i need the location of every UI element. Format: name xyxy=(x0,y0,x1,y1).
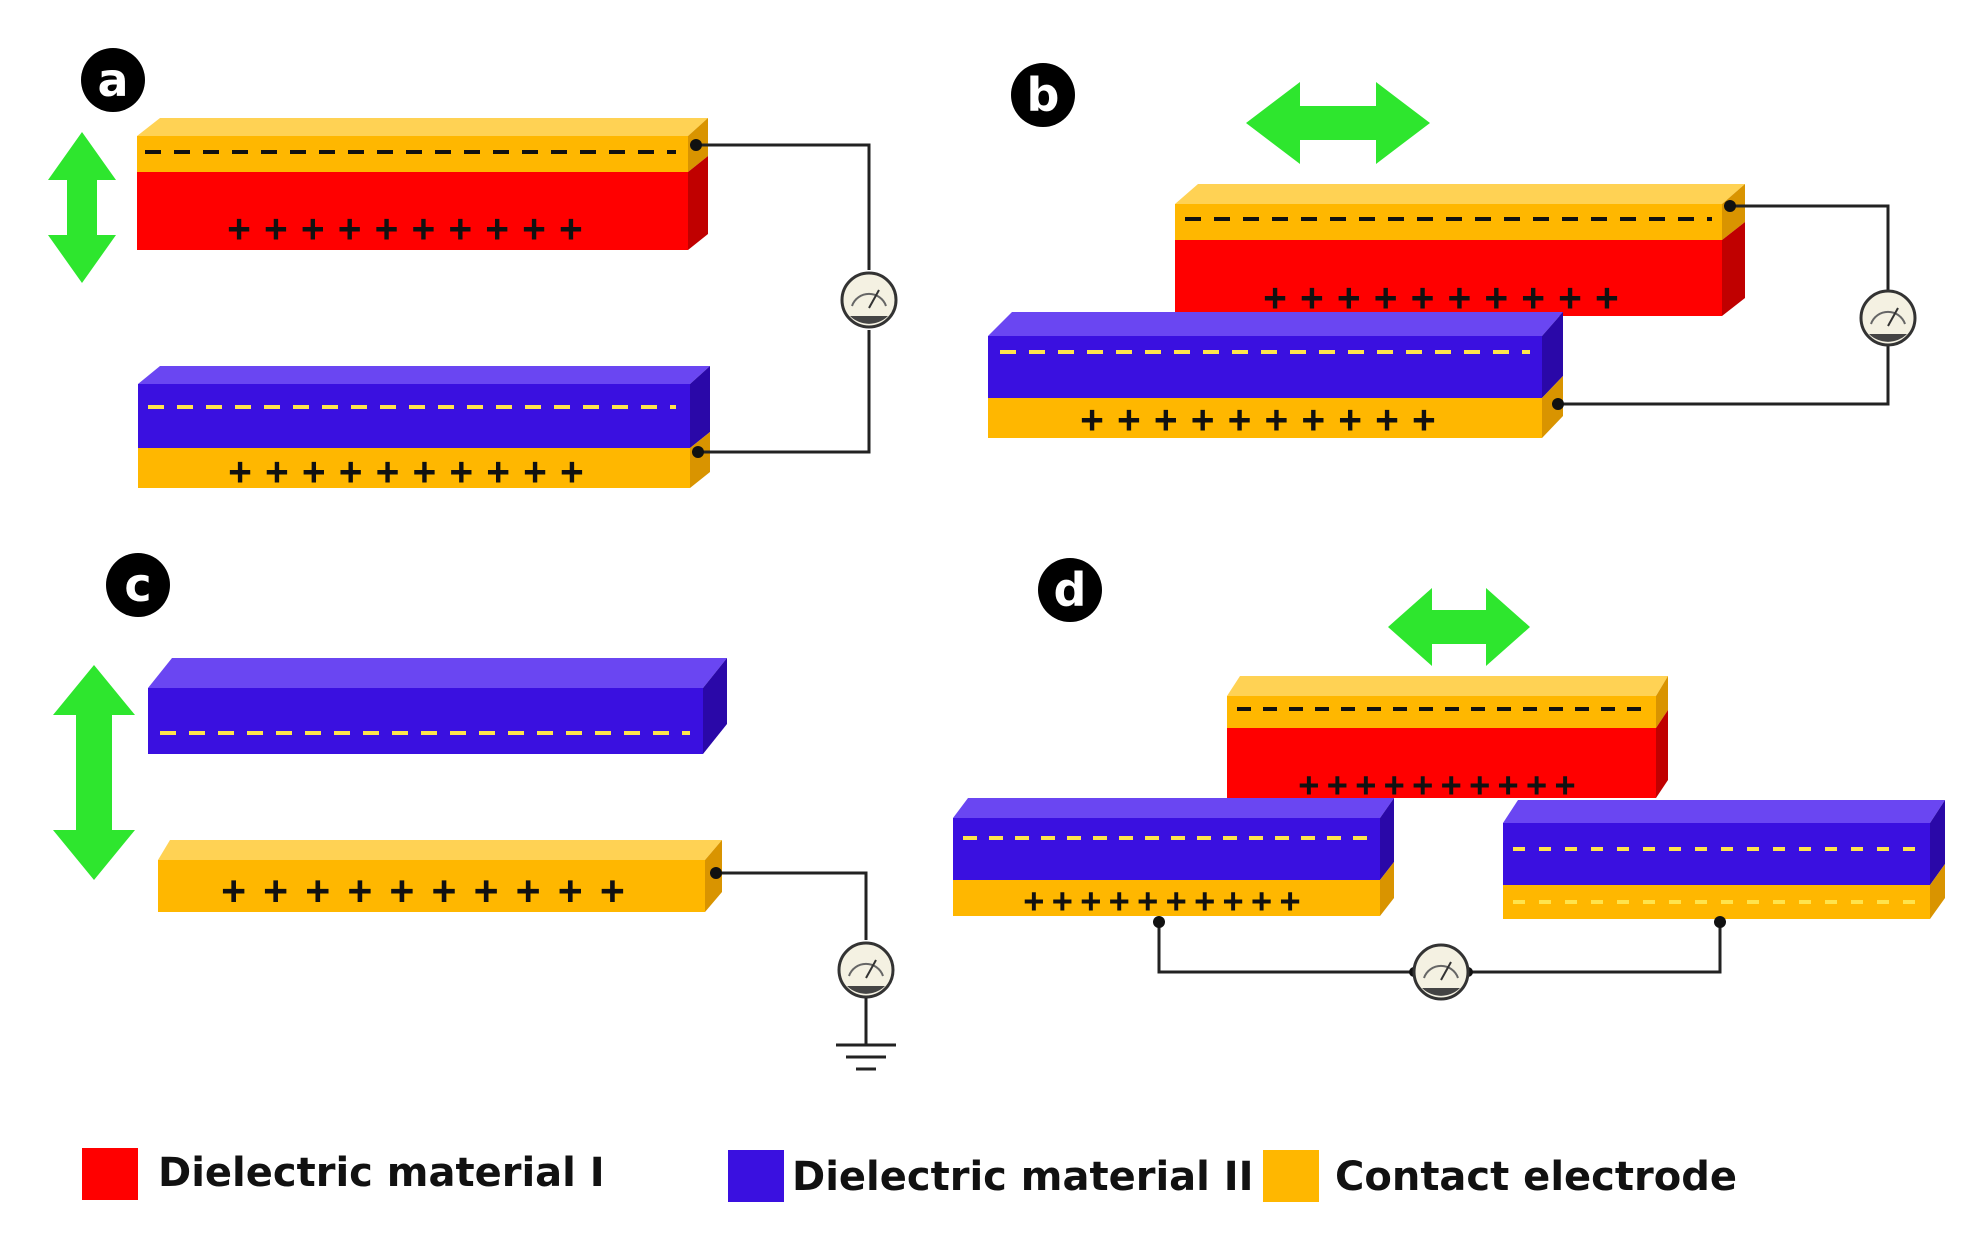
legend: Dielectric material I Dielectric materia… xyxy=(82,1148,1737,1202)
dielectric-material-2-block xyxy=(953,798,1394,880)
positive-charges: ++++++++++ xyxy=(1081,397,1450,441)
panel-d-label: d xyxy=(1054,563,1087,617)
bottom-electrode: ++++++++++ xyxy=(988,376,1563,441)
wire xyxy=(698,330,871,454)
ammeter-icon xyxy=(840,271,898,329)
ammeter-icon xyxy=(1859,289,1917,347)
legend-label: Contact electrode xyxy=(1335,1154,1737,1200)
left-electrode: ++++++++++ xyxy=(953,862,1394,921)
legend-swatch xyxy=(1263,1150,1319,1202)
wire xyxy=(1558,346,1890,406)
legend-swatch xyxy=(82,1148,138,1200)
positive-charges: ++++++++++ xyxy=(1024,881,1309,921)
panel-d: d ++++++++++ ++++++++++ xyxy=(953,558,1945,1001)
ammeter-icon xyxy=(1412,943,1470,1001)
dielectric-material-1-block: ++++++++++ xyxy=(137,156,708,250)
wire xyxy=(1468,922,1722,974)
panel-b-badge xyxy=(1011,63,1075,127)
legend-label: Dielectric material I xyxy=(158,1150,605,1196)
panel-c-label: c xyxy=(124,558,151,612)
wire xyxy=(1730,204,1890,290)
horizontal-motion-arrow-icon xyxy=(1388,588,1530,666)
ground-icon xyxy=(836,1043,896,1071)
panel-c-badge xyxy=(106,553,170,617)
right-electrode xyxy=(1503,864,1945,919)
panel-b: b ++++++++++ ++++++++++ xyxy=(988,63,1917,441)
wire xyxy=(1157,922,1414,974)
positive-charges: ++++++++++ xyxy=(1264,275,1633,319)
panel-a: a ++++++++++ ++++++++++ xyxy=(48,48,898,493)
ammeter-icon xyxy=(837,941,895,999)
top-electrode xyxy=(1175,184,1745,240)
legend-item-dielectric-1: Dielectric material I xyxy=(82,1148,605,1200)
dielectric-material-1-block: ++++++++++ xyxy=(1175,222,1745,319)
positive-charges: ++++++++++ xyxy=(228,206,597,250)
positive-charges: ++++++++++ xyxy=(229,449,598,493)
dielectric-material-2-block xyxy=(988,312,1563,398)
panel-d-badge xyxy=(1038,558,1102,622)
wire xyxy=(696,143,871,270)
dielectric-material-2-block xyxy=(1503,800,1945,885)
vertical-motion-arrow-icon xyxy=(48,132,116,283)
positive-charges: ++++++++++ xyxy=(222,868,643,914)
legend-swatch xyxy=(728,1150,784,1202)
panel-b-label: b xyxy=(1027,68,1060,122)
top-electrode xyxy=(1227,676,1668,728)
panel-a-label: a xyxy=(97,53,128,107)
dielectric-material-2-block xyxy=(138,366,710,448)
legend-item-contact-electrode: Contact electrode xyxy=(1263,1150,1737,1202)
panel-a-badge xyxy=(81,48,145,112)
legend-item-dielectric-2: Dielectric material II xyxy=(728,1150,1254,1202)
bottom-electrode: ++++++++++ xyxy=(138,432,710,493)
panel-c: c ++++++++++ xyxy=(53,553,896,1071)
legend-label: Dielectric material II xyxy=(792,1154,1254,1200)
vertical-motion-arrow-icon xyxy=(53,665,135,880)
dielectric-material-2-block xyxy=(148,658,727,754)
horizontal-motion-arrow-icon xyxy=(1246,82,1430,164)
wire xyxy=(716,871,868,940)
contact-electrode-block: ++++++++++ xyxy=(158,840,722,914)
top-electrode xyxy=(137,118,708,172)
